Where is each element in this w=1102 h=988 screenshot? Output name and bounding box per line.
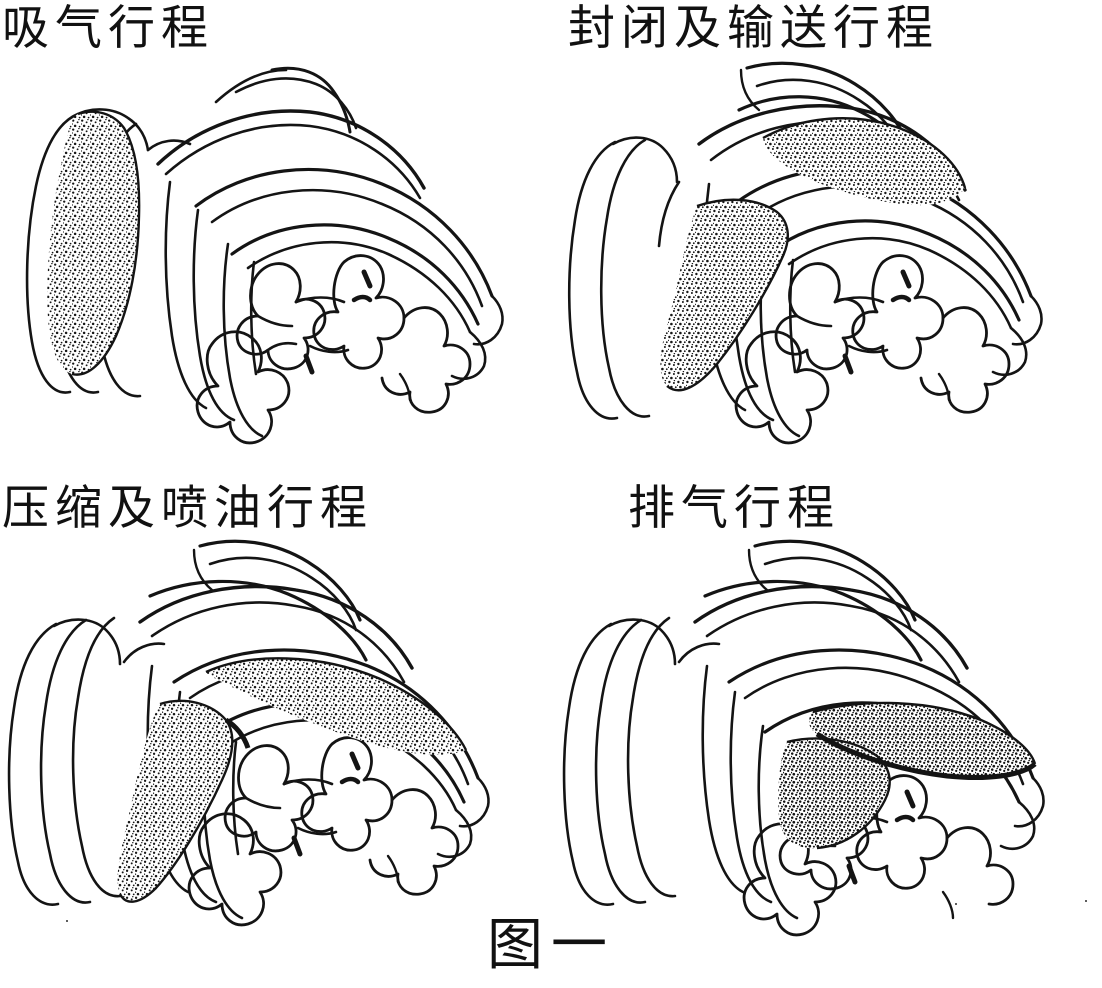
figure-caption: 图一 (487, 913, 615, 978)
panel-sealing-transport: 封闭及输送行程 (551, 0, 1102, 480)
panel-title-intake: 吸气行程 (2, 1, 214, 56)
scan-speck (66, 920, 68, 922)
scan-speck (955, 903, 957, 905)
panel-compression-injection: 压缩及喷油行程 (0, 480, 551, 960)
panel-title-exhaust: 排气行程 (628, 481, 840, 536)
panel-title-compression-injection: 压缩及喷油行程 (2, 481, 373, 536)
scan-speck (1085, 900, 1087, 902)
panel-exhaust: 排气行程 (551, 480, 1102, 960)
screw-compressor-compression-drawing (0, 536, 551, 956)
screw-compressor-sealing-drawing (551, 56, 1102, 476)
screw-compressor-intake-drawing (0, 56, 551, 476)
panel-intake: 吸气行程 (0, 0, 551, 480)
panel-title-sealing-transport: 封闭及输送行程 (568, 1, 939, 56)
screw-compressor-exhaust-drawing (551, 536, 1102, 956)
